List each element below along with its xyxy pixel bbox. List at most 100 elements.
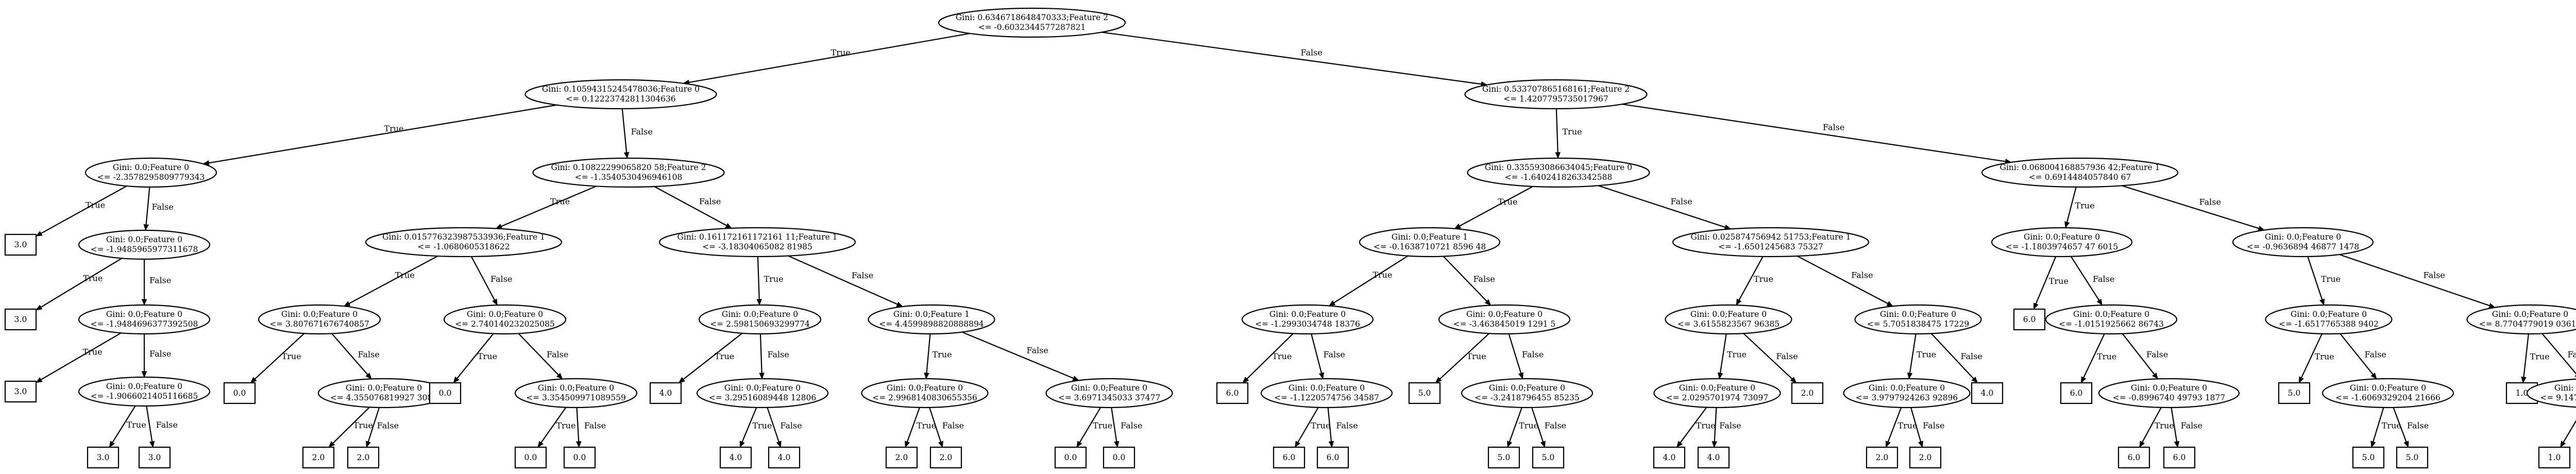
leaf-value: 0.0 xyxy=(573,453,586,462)
split-ellipse xyxy=(1981,157,2179,188)
split-condition-gini: Gini: 0.0;Feature 0 xyxy=(2350,383,2426,393)
edge-n2-n37 xyxy=(1555,108,1558,153)
arrowhead-n15-n20 xyxy=(365,373,372,380)
edge-label-false: False xyxy=(547,350,568,360)
leaf-node: 3.0 xyxy=(4,233,37,256)
split-condition-threshold: <= -0.6032344577287821 xyxy=(978,23,1086,32)
split-ellipse xyxy=(532,157,725,188)
edge-label-true: True xyxy=(478,351,497,361)
leaf-node: 6.0 xyxy=(2013,308,2046,331)
split-ellipse xyxy=(443,304,567,335)
arrowhead-n39-n42 xyxy=(1484,299,1492,306)
edge-label-false: False xyxy=(1300,48,1322,58)
split-node: Gini: 0.0;Feature 0<= -1.0151925662 8674… xyxy=(2045,304,2178,335)
edge-label-true: True xyxy=(917,420,936,430)
leaf-value: 2.0 xyxy=(1801,388,1814,398)
split-condition-gini: Gini: 0.533707865168161;Feature 2 xyxy=(1482,84,1630,94)
split-condition-gini: Gini: 0.335593086634045;Feature 0 xyxy=(1485,163,1632,172)
edge-label-false: False xyxy=(768,349,789,359)
split-condition-threshold: <= -1.1803974657 47 6015 xyxy=(2006,242,2119,251)
edge-n61-n64 xyxy=(2070,256,2100,301)
edge-n17-n23 xyxy=(683,332,743,380)
split-ellipse xyxy=(1665,304,1792,335)
leaf-value: 1.0 xyxy=(2516,388,2529,398)
edge-n6-n7 xyxy=(40,258,123,308)
split-condition-threshold: <= -1.3540530496946108 xyxy=(575,173,683,182)
split-ellipse xyxy=(938,7,1126,38)
split-ellipse xyxy=(2526,378,2576,408)
edge-n0-n1 xyxy=(689,32,970,83)
split-node: Gini: 0.6346718648470333;Feature 2<= -0.… xyxy=(938,7,1126,38)
arrowhead-n37-n39 xyxy=(1454,223,1462,229)
split-condition-threshold: <= 3.9797924263 92896 xyxy=(1856,393,1958,402)
leaf-box xyxy=(514,446,547,469)
leaf-node: 4.0 xyxy=(1653,446,1686,469)
edge-n15-n20 xyxy=(331,333,368,375)
arrowhead-n24-n32 xyxy=(776,441,782,448)
arrowhead-n1-n4 xyxy=(623,152,630,159)
split-condition-threshold: <= -1.0151925662 86743 xyxy=(2059,319,2164,329)
split-ellipse xyxy=(1843,378,1971,409)
split-node: Gini: 0.0;Feature 0<= -1.2993034748 1837… xyxy=(1241,304,1374,335)
edge-label-true: True xyxy=(282,351,301,361)
leaf-value: 6.0 xyxy=(2070,388,2083,398)
leaf-node: 6.0 xyxy=(2060,382,2093,404)
split-condition-gini: Gini: 0.0;Feature 0 xyxy=(1071,383,1147,393)
split-node: Gini: 0.0;Feature 0<= 3.6971345033 37477 xyxy=(1045,378,1173,409)
edge-label-true: True xyxy=(752,420,772,430)
split-condition-gini: Gini: 0.0;Feature 0 xyxy=(1690,310,1767,319)
edge-label-false: False xyxy=(2567,349,2576,359)
split-condition-threshold: <= -1.9484696377392508 xyxy=(91,319,198,329)
edge-label-true: True xyxy=(83,347,103,357)
leaf-node: 5.0 xyxy=(1487,446,1520,469)
leaf-box xyxy=(87,446,120,469)
leaf-box xyxy=(2538,446,2571,469)
leaf-node: 4.0 xyxy=(649,382,682,404)
split-node: Gini: 0.0;Feature 0<= 9.1476137483 04 89… xyxy=(2526,378,2576,408)
arrowhead-n16-n21 xyxy=(453,376,460,384)
split-ellipse xyxy=(78,304,211,335)
split-condition-gini: Gini: 0.0;Feature 0 xyxy=(1880,310,1956,319)
leaf-box xyxy=(1532,446,1565,469)
leaf-value: 0.0 xyxy=(439,388,452,398)
edge-n55-n60 xyxy=(1910,407,1922,442)
split-condition-threshold: <= -0.1638710721 8596 48 xyxy=(1374,242,1486,251)
edge-n65-n70 xyxy=(2340,333,2374,375)
leaf-value: 2.0 xyxy=(312,453,325,462)
edge-label-false: False xyxy=(490,274,512,284)
arrowhead-n53-n57 xyxy=(1676,441,1683,448)
edge-label-false: False xyxy=(2364,349,2386,359)
leaf-box xyxy=(2278,382,2311,404)
split-node: Gini: 0.0;Feature 0<= 2.9968140830655356 xyxy=(861,378,989,409)
split-ellipse xyxy=(78,376,211,407)
edge-label-false: False xyxy=(377,420,399,430)
split-node: Gini: 0.0;Feature 0<= 3.354509971089559 xyxy=(514,378,638,409)
edge-n4-n14 xyxy=(654,185,727,226)
split-ellipse xyxy=(1991,227,2133,258)
edge-n37-n40 xyxy=(1598,185,1725,228)
edge-label-true: True xyxy=(1754,274,1773,284)
edge-n70-n76 xyxy=(2393,407,2407,443)
arrowhead-n41-n43 xyxy=(1242,377,1249,383)
leaf-node: 5.0 xyxy=(2278,382,2311,404)
edge-label-false: False xyxy=(1960,351,1982,361)
split-ellipse xyxy=(1467,157,1650,188)
leaf-value: 2.0 xyxy=(895,453,908,462)
arrowhead-n51-n54 xyxy=(1790,377,1797,383)
arrowhead-n6-n7 xyxy=(35,304,43,311)
split-condition-threshold: <= 3.6971345033 37477 xyxy=(1058,393,1161,402)
edge-label-true: True xyxy=(933,350,952,360)
arrowhead-n3-n5 xyxy=(35,231,43,237)
split-condition-threshold: <= -1.6069329204 21666 xyxy=(2335,393,2441,402)
edge-n0-n2 xyxy=(1101,31,1482,85)
edge-label-false: False xyxy=(2181,420,2202,430)
edge-label-false: False xyxy=(1545,420,1566,430)
split-condition-gini: Gini: 0.015776323987533936;Feature 1 xyxy=(382,232,545,242)
leaf-node: 2.0 xyxy=(885,446,918,469)
split-node: Gini: 0.0;Feature 0<= -1.948469637739250… xyxy=(78,304,211,335)
leaf-box xyxy=(1273,446,1306,469)
edge-label-true: True xyxy=(715,351,734,361)
leaf-node: 6.0 xyxy=(1273,446,1306,469)
arrowhead-n40-n52 xyxy=(1886,301,1894,307)
arrowhead-n3-n6 xyxy=(143,224,149,231)
